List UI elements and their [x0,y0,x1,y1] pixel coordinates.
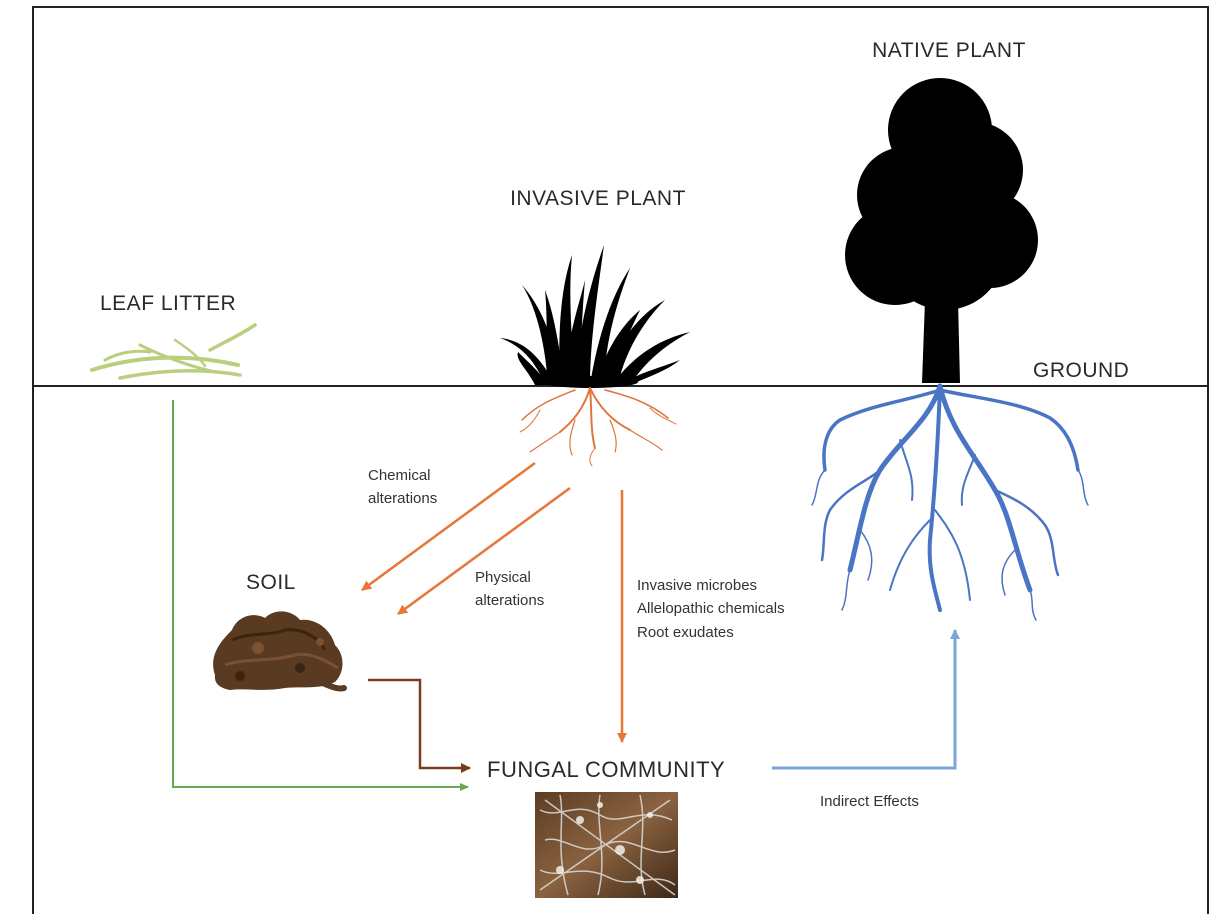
invasive-effects-label: Invasive microbes Allelopathic chemicals… [637,574,785,644]
invasive-effects-line-1: Invasive microbes [637,574,785,597]
invasive-root-system-icon [520,388,676,466]
fungal-community-label: FUNGAL COMMUNITY [487,756,725,784]
physical-alterations-line-1: Physical [475,566,544,589]
chemical-alterations-line-2: alterations [368,487,437,510]
ground-label: GROUND [1033,358,1129,384]
leaf-litter-label: LEAF LITTER [100,291,236,317]
soil-to-fungi-arrow [368,680,470,768]
physical-alterations-label: Physical alterations [475,566,544,613]
soil-clump-icon [213,611,344,690]
invasive-effects-line-3: Root exudates [637,621,785,644]
soil-label: SOIL [246,570,296,596]
invasive-plant-label: INVASIVE PLANT [510,186,686,212]
native-root-system-icon [812,386,1088,620]
invasive-effects-line-2: Allelopathic chemicals [637,597,785,620]
native-plant-label: NATIVE PLANT [872,38,1026,64]
fungi-to-native-arrow [772,630,955,768]
indirect-effects-label: Indirect Effects [820,790,919,813]
leaf-litter-icon [92,325,255,378]
chemical-alterations-label: Chemical alterations [368,464,437,511]
leaf-litter-to-fungi-arrow [173,400,468,787]
physical-alterations-line-2: alterations [475,589,544,612]
chemical-alterations-line-1: Chemical [368,464,437,487]
fungal-mycelium-photo [535,792,678,898]
tree-silhouette-icon [845,78,1038,383]
grass-tuft-icon [500,245,690,388]
